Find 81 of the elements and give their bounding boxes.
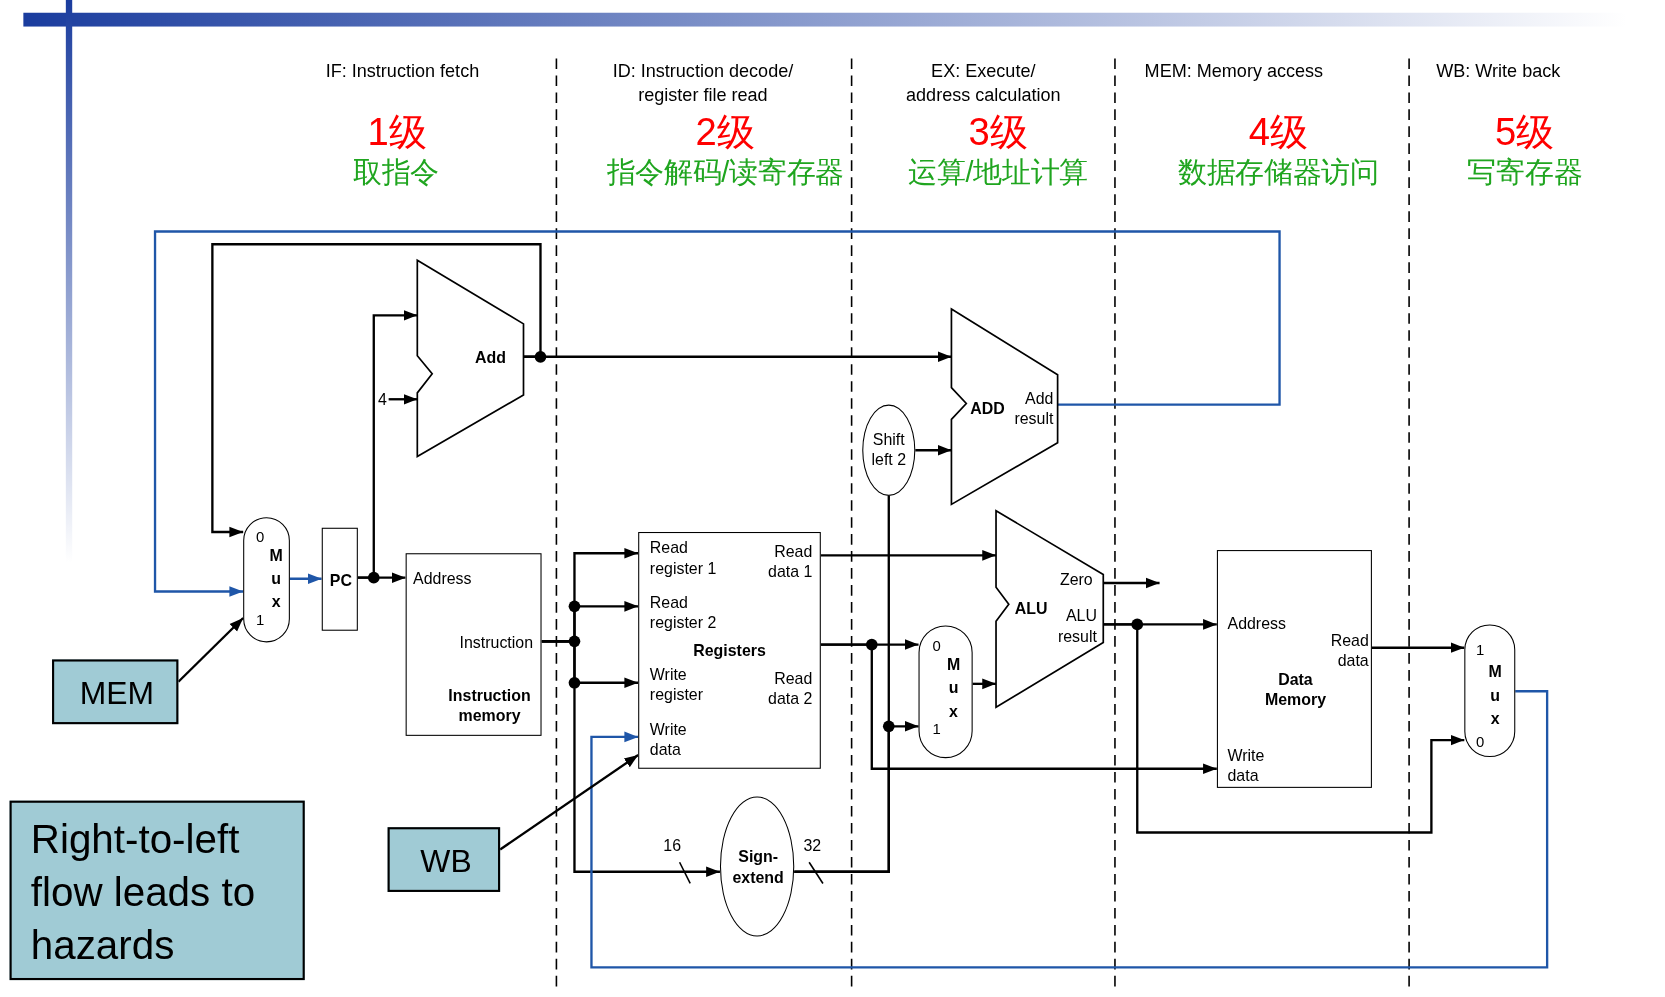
note-text: Right-to-left flow leads to hazards <box>30 815 257 970</box>
stage-caption: 取指令 <box>353 155 440 191</box>
stage-number: 1级 <box>367 109 427 156</box>
stage-heading: WB: Write back <box>1436 60 1561 84</box>
arrow <box>211 243 542 538</box>
port-label: Zero <box>1059 569 1093 590</box>
input-number: 1 <box>256 610 265 630</box>
unit-label: PC <box>329 570 352 591</box>
input-number: 0 <box>1476 732 1485 752</box>
unit-label: ADD <box>970 398 1005 419</box>
arrow <box>915 444 952 456</box>
arrow <box>357 310 418 579</box>
port-label: Read register 1 <box>649 538 718 579</box>
unit-label: Data Memory <box>1263 670 1327 711</box>
stage-caption: 数据存储器访问 <box>1178 155 1379 191</box>
arrow <box>820 550 997 561</box>
stage-heading: IF: Instruction fetch <box>325 60 480 84</box>
arrow <box>541 640 720 878</box>
memory-block <box>405 553 542 736</box>
arrow <box>523 351 952 363</box>
arrow <box>289 573 322 584</box>
unit-label: Mux <box>945 655 962 726</box>
input-number: 0 <box>256 528 265 547</box>
stage-tag <box>52 659 179 725</box>
unit-label: Sign-extend <box>731 847 785 888</box>
port-label: Read data 1 <box>767 541 813 582</box>
adder <box>417 260 524 457</box>
unit-label: Mux <box>268 545 285 616</box>
unit-label: ALU <box>1014 599 1048 620</box>
memory-block <box>1216 550 1372 788</box>
input-number: 0 <box>932 637 941 656</box>
stage-tag <box>387 827 501 892</box>
port-label: Write data <box>649 720 688 761</box>
port-label: Write register <box>649 665 704 705</box>
arrow <box>1103 577 1160 589</box>
port-label: Instruction <box>459 633 534 654</box>
stage-heading: EX: Execute/ address calculation <box>905 60 1062 108</box>
stage-number: 5级 <box>1495 109 1555 156</box>
port-label: Read data <box>1329 631 1369 671</box>
adder <box>951 309 1058 505</box>
multiplexer <box>243 517 290 643</box>
port-label: Address <box>1227 614 1286 635</box>
arrow <box>153 230 1281 597</box>
stage-number: 2级 <box>695 109 755 156</box>
unit-label: Instruction memory <box>447 686 532 727</box>
stage-number: 3级 <box>968 109 1028 156</box>
input-number: 1 <box>1476 641 1485 661</box>
arrow <box>590 690 1549 969</box>
stage-caption: 写寄存器 <box>1467 155 1583 191</box>
arrow <box>177 617 244 683</box>
constant-value: 4 <box>378 388 389 410</box>
stage-caption: 指令解码/读寄存器 <box>606 155 844 191</box>
stage-caption: 运算/地址计算 <box>908 155 1089 191</box>
port-label: Address <box>413 568 472 589</box>
port-label: Read data 2 <box>767 669 813 710</box>
alu-shape <box>996 510 1104 708</box>
stage-tag-text: WB <box>420 842 472 881</box>
port-label: Write data <box>1227 745 1266 786</box>
arrow <box>1371 642 1465 654</box>
stage-tag-text: MEM <box>79 674 154 713</box>
arrow <box>794 721 919 873</box>
arrow <box>388 393 418 405</box>
unit-label: Registers <box>693 640 766 661</box>
multiplexer <box>1464 624 1516 758</box>
unit-label: Shift left 2 <box>870 430 908 471</box>
stage-number: 4级 <box>1248 109 1309 156</box>
arrow <box>499 754 639 851</box>
note-box <box>9 800 305 981</box>
register-file-block <box>638 532 821 769</box>
stage-heading: ID: Instruction decode/ register file read <box>611 60 795 108</box>
port-label: Add result <box>1013 388 1054 429</box>
arrow <box>820 643 1217 775</box>
stage-heading: MEM: Memory access <box>1144 60 1324 84</box>
input-number: 1 <box>932 720 941 739</box>
unit-label: Mux <box>1487 662 1504 733</box>
arrow <box>972 678 997 690</box>
unit-label: Add <box>475 347 507 368</box>
register-box <box>321 527 358 631</box>
port-label: ALU result <box>1056 606 1097 647</box>
arrow <box>1103 623 1465 834</box>
port-label: Read register 2 <box>649 592 718 633</box>
